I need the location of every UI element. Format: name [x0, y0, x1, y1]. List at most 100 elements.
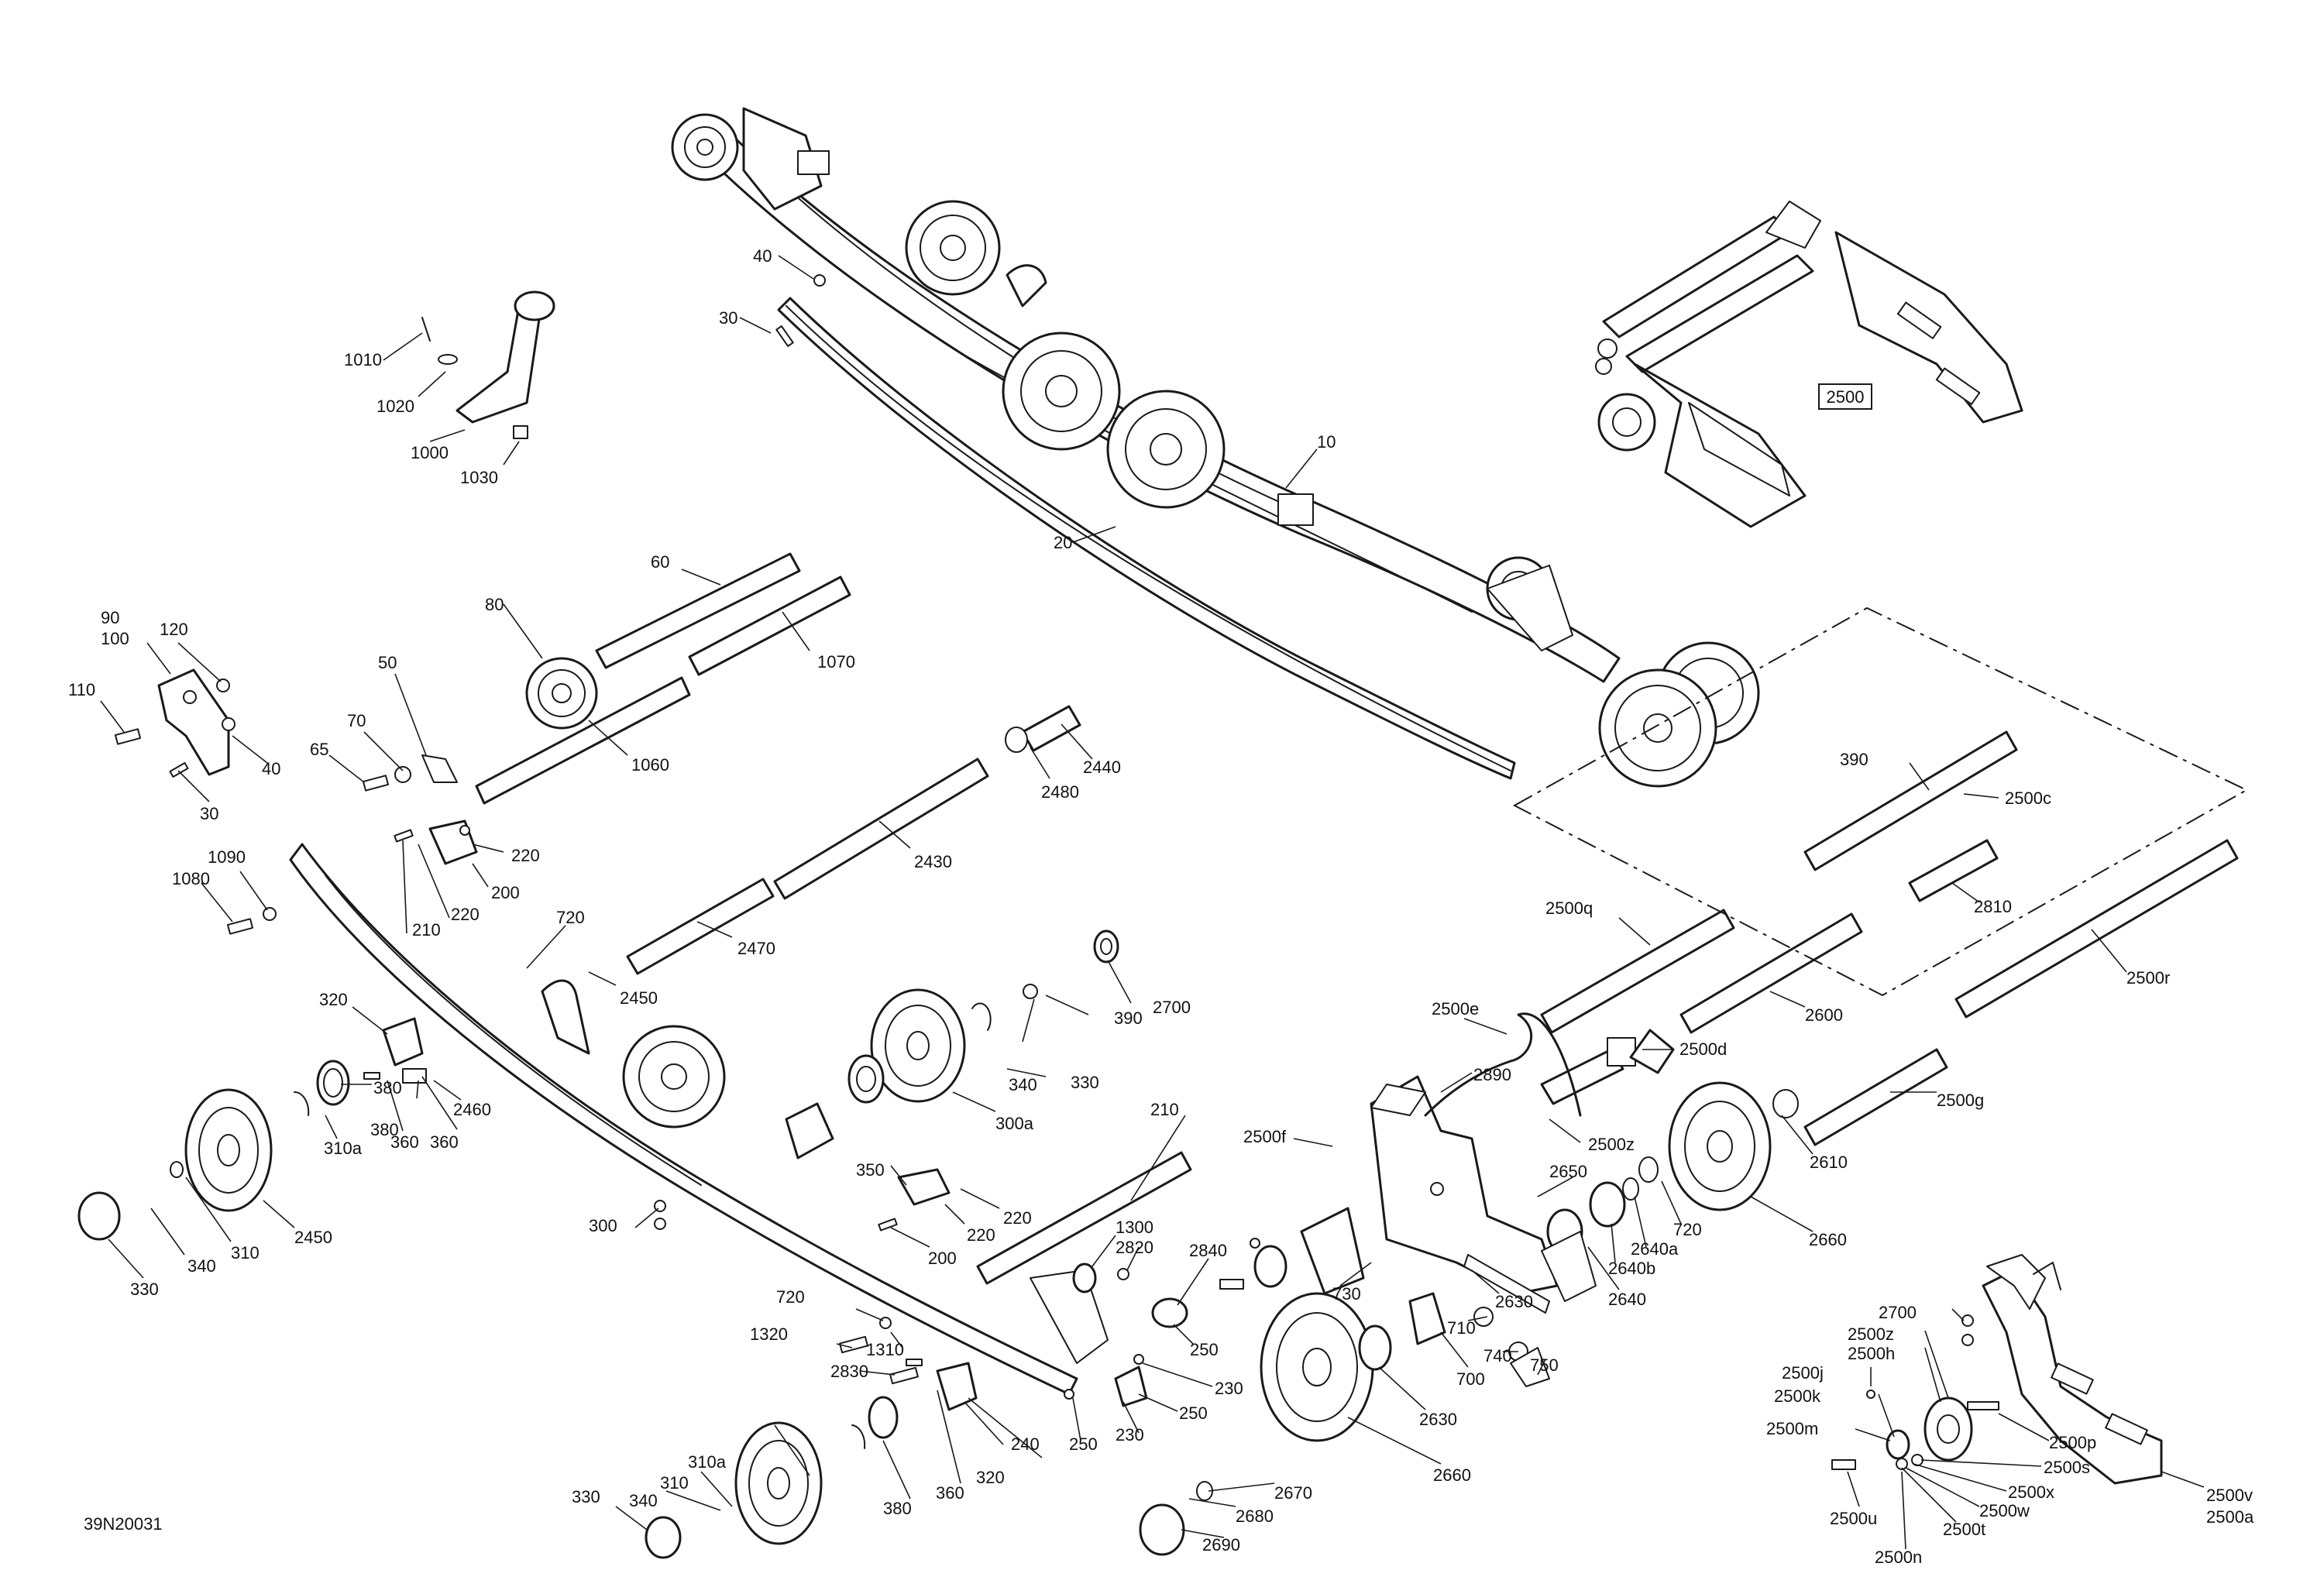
callout-label: 2650: [1549, 1162, 1587, 1181]
callout-label: 2500m: [1766, 1419, 1818, 1438]
callout-label: 220: [451, 905, 480, 924]
callout-label: 30: [200, 804, 218, 823]
callout-label: 230: [1116, 1425, 1144, 1445]
callout-label: 310a: [688, 1452, 727, 1472]
callout-label: 720: [776, 1287, 805, 1307]
callout-label: 2660: [1433, 1465, 1471, 1485]
shafts-upper-left: [475, 552, 851, 805]
callout-label: 720: [1673, 1220, 1702, 1239]
callout-label: 2610: [1810, 1153, 1848, 1172]
rear-arm-subassembly: [1595, 201, 2023, 528]
callout-label: 740: [1483, 1346, 1512, 1366]
callout-label: 2500p: [2049, 1433, 2096, 1452]
callout-label: 2480: [1041, 782, 1079, 802]
callout-label: 1300: [1116, 1218, 1153, 1237]
callout-label: 720: [556, 908, 585, 927]
callout-label: 2640b: [1608, 1259, 1655, 1278]
clamp-upper: [394, 819, 478, 865]
callout-label: 360: [390, 1132, 419, 1152]
callout-label: 230: [1215, 1379, 1243, 1398]
callout-label: 310: [231, 1243, 260, 1263]
callout-label: 40: [262, 759, 280, 778]
callout-label: 200: [928, 1249, 957, 1268]
callout-label: 210: [412, 920, 441, 940]
callout-label: 20: [1054, 533, 1072, 552]
callout-label: 2630: [1495, 1292, 1533, 1311]
callout-label: 750: [1530, 1355, 1559, 1375]
callout-label: 2690: [1202, 1535, 1240, 1555]
callout-label: 340: [187, 1256, 216, 1276]
callout-label: 2840: [1189, 1241, 1227, 1260]
callout-label: 2500x: [2008, 1482, 2054, 1502]
callout-label: 2500z: [1848, 1324, 1894, 1344]
callout-label: 110: [68, 680, 95, 699]
clamp-lower: [878, 1168, 951, 1232]
callout-label: 2500t: [1943, 1520, 1985, 1539]
callout-label: 2680: [1236, 1506, 1274, 1526]
callout-label: 2500n: [1875, 1548, 1922, 1567]
callout-label: 310a: [324, 1139, 363, 1158]
callout-label: 360: [430, 1132, 459, 1152]
callout-label: 1000: [411, 443, 449, 462]
callout-label: 2430: [914, 852, 952, 871]
callout-label: 380: [370, 1120, 399, 1139]
callout-label: 2640a: [1631, 1239, 1679, 1259]
right-pivot-bracket: [1370, 1048, 1624, 1387]
callout-label: 380: [883, 1499, 912, 1518]
callout-label: 340: [629, 1491, 658, 1510]
callout-label: 1030: [460, 468, 498, 487]
slide-hardware: [775, 274, 826, 347]
slide-strip: [777, 297, 1516, 780]
callout-label: 2450: [294, 1228, 332, 1247]
hardware-230-250: [1064, 1263, 1188, 1407]
callout-label: 330: [1071, 1073, 1099, 1092]
callout-label: 710: [1447, 1318, 1476, 1338]
callout-label: 350: [856, 1160, 885, 1180]
leader-lines: [100, 255, 2205, 1550]
callout-label: 2820: [1116, 1238, 1153, 1257]
boxed-reference-frame: [1818, 383, 1872, 410]
lower-rail-left: [289, 843, 1109, 1396]
callout-label: 2600: [1805, 1005, 1843, 1025]
callout-label: 2500z: [1588, 1135, 1635, 1154]
shafts-center: [626, 705, 1081, 975]
callout-label: 70: [347, 711, 366, 730]
shafts-right: [1540, 730, 2239, 1146]
callout-label: 2500s: [2044, 1458, 2090, 1477]
callout-label: 730: [1332, 1284, 1361, 1304]
callout-label: 2810: [1974, 897, 2012, 916]
callout-label: 2500c: [2005, 788, 2051, 808]
fastener-1080: [226, 907, 277, 935]
callout-label: 1310: [866, 1340, 904, 1359]
callout-label: 320: [319, 990, 348, 1009]
callout-label: 2660: [1809, 1230, 1847, 1249]
callout-label: 200: [491, 883, 520, 902]
callout-label: 1060: [631, 755, 669, 775]
callout-label: 2460: [453, 1100, 491, 1119]
callout-label: 2500k: [1774, 1386, 1821, 1406]
callout-label: 1090: [208, 847, 246, 867]
subassembly-boundary: [1512, 606, 2249, 997]
callout-label: 2500j: [1782, 1363, 1824, 1383]
callout-label: 2830: [830, 1362, 868, 1381]
callout-label: 30: [719, 308, 737, 328]
callout-label: 220: [511, 846, 540, 865]
callout-label: 340: [1009, 1075, 1037, 1094]
callout-label: 2500g: [1937, 1091, 1984, 1110]
callout-label: 250: [1069, 1434, 1098, 1454]
callout-label: 2700: [1879, 1303, 1917, 1322]
callout-label: 10: [1317, 432, 1336, 452]
callout-label: 330: [572, 1487, 600, 1506]
callout-label: 330: [130, 1280, 159, 1299]
shaft-1300: [976, 1151, 1192, 1285]
callout-label: 1020: [376, 397, 414, 416]
spacer-fasteners: [362, 754, 458, 792]
callout-label: 2450: [620, 988, 658, 1008]
callout-label: 390: [1840, 750, 1868, 769]
boxed-reference: 2500: [1818, 383, 1872, 410]
callout-label: 50: [378, 653, 397, 672]
callout-label: 40: [753, 246, 772, 266]
callout-label: 310: [660, 1473, 689, 1493]
callout-label: 320: [976, 1468, 1005, 1487]
boxed-reference-label: 2500: [1827, 387, 1865, 407]
